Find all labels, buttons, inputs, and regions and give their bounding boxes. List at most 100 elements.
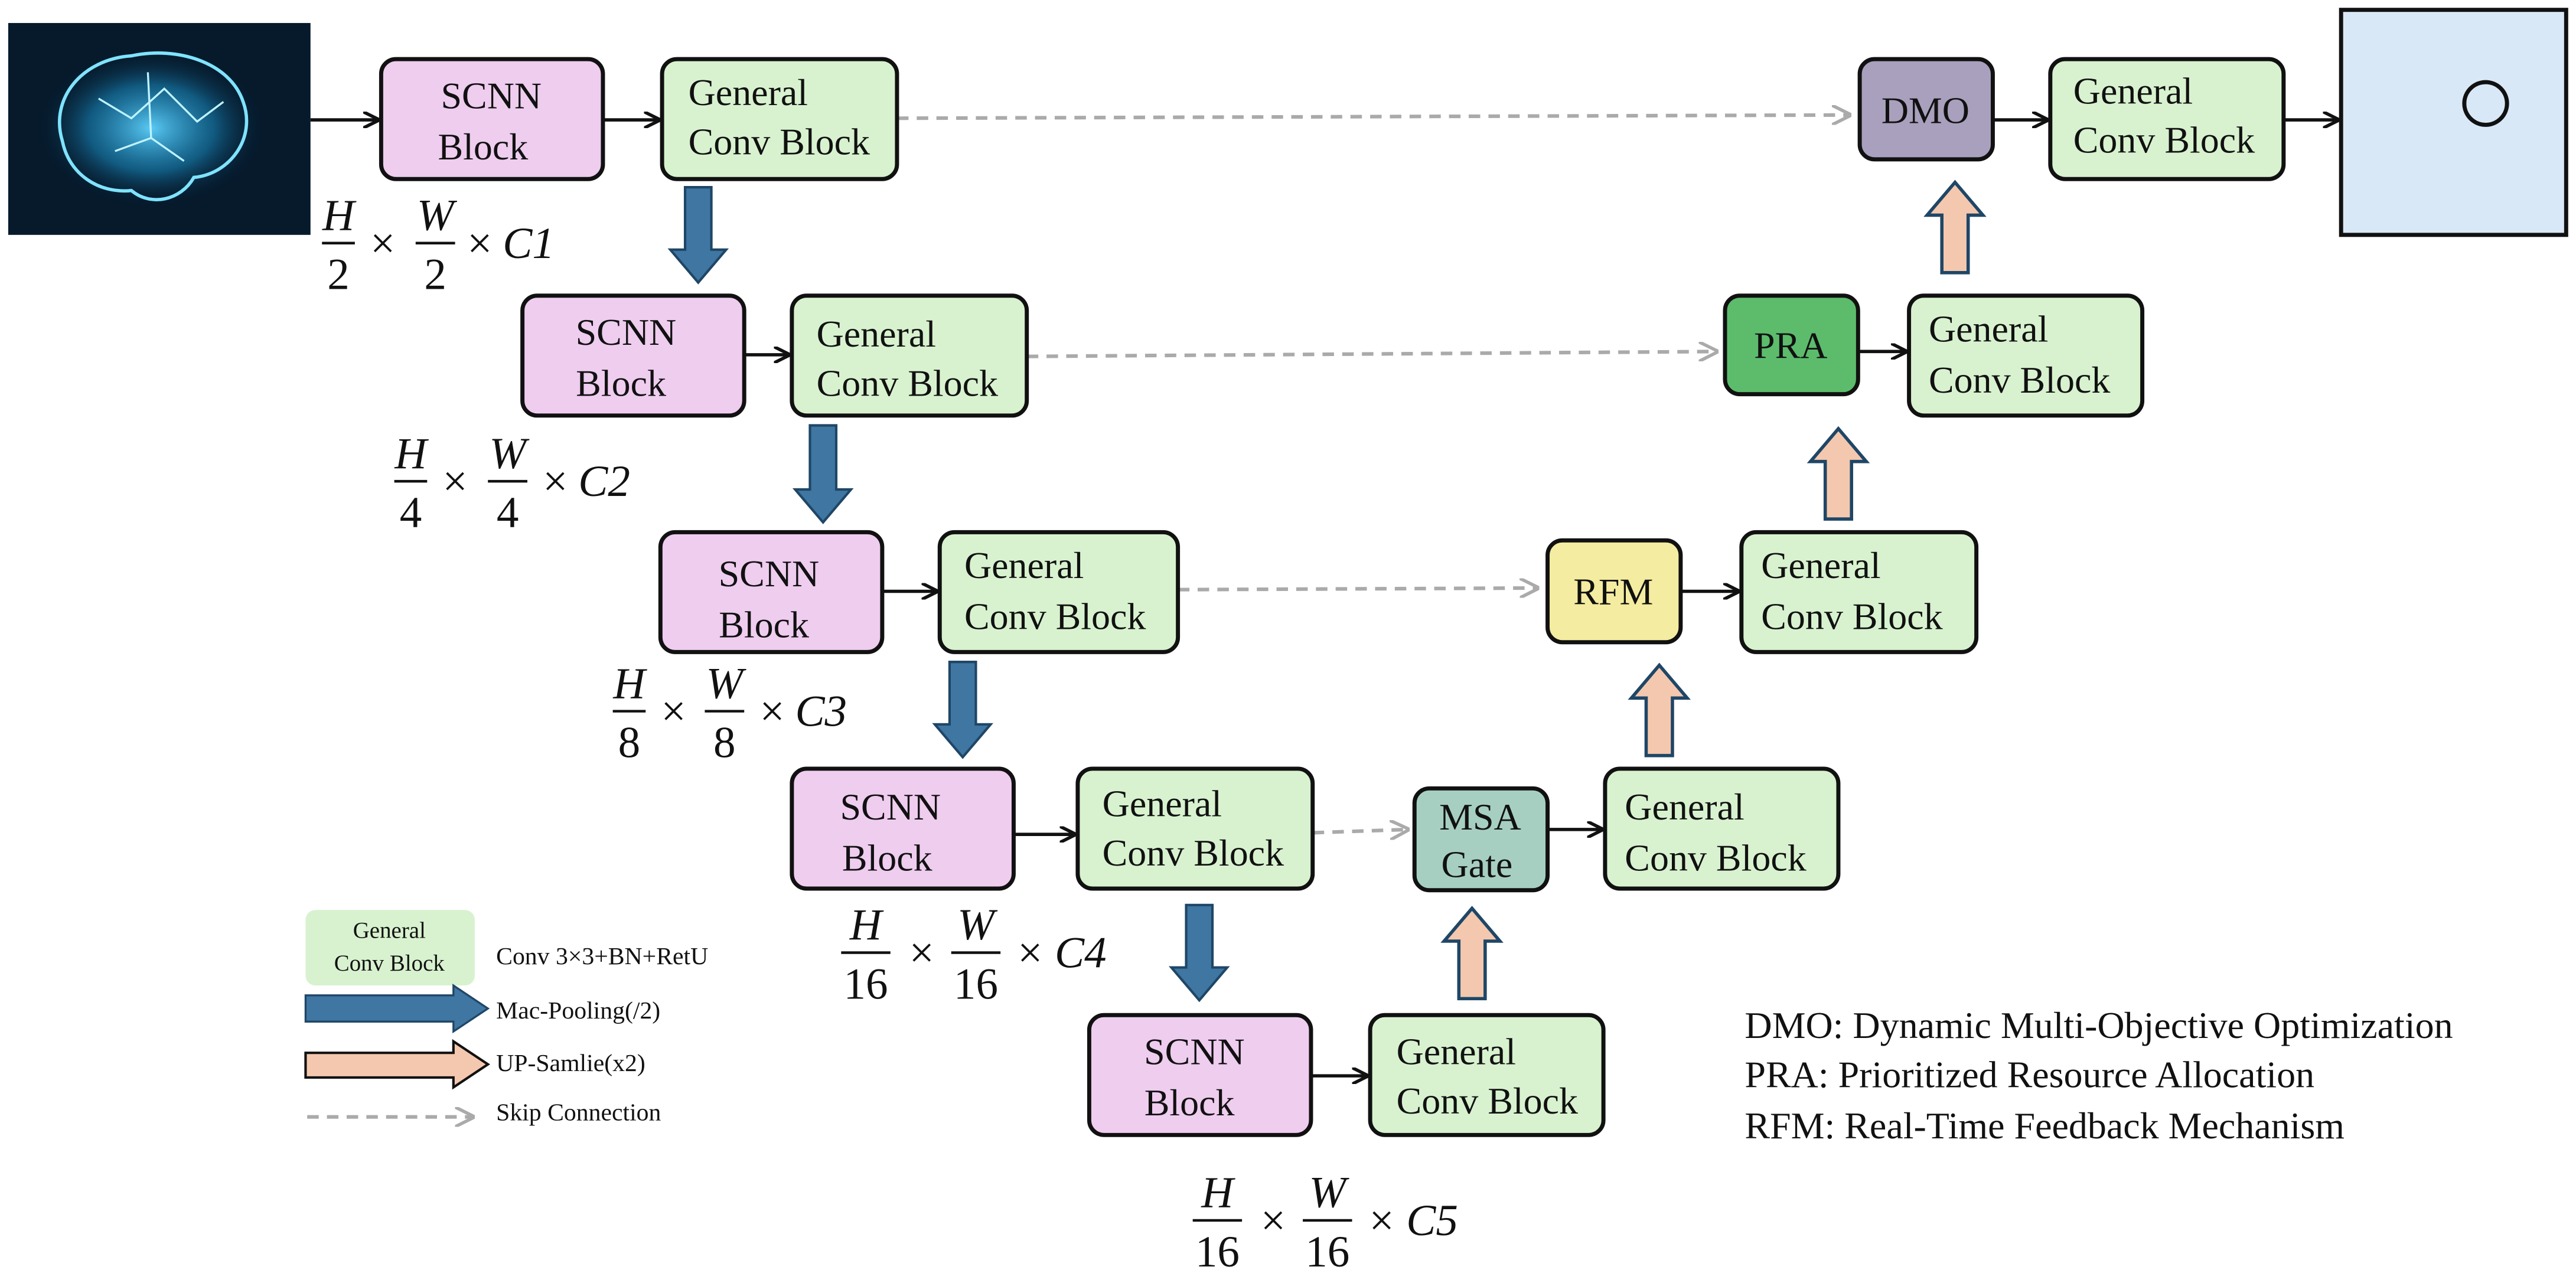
scnn-label-line2: Block — [842, 837, 932, 879]
skip-connections — [896, 115, 1850, 833]
conv-label-line1: General — [1929, 308, 2048, 350]
dim-w: W — [706, 659, 747, 708]
scnn-label-line1: SCNN — [1144, 1031, 1245, 1073]
scnn-label-line2: Block — [576, 362, 666, 404]
conv-label-line2: Conv Block — [1761, 595, 1942, 637]
scnn-label-line1: SCNN — [576, 311, 677, 353]
pra-block: PRA — [1723, 293, 1860, 397]
up-arrow-4 — [1923, 179, 1987, 275]
conv-label-line2: Conv Block — [1625, 837, 1806, 879]
dim-w-den: 8 — [713, 718, 736, 767]
conv-block-enc-4: General Conv Block — [1075, 766, 1315, 891]
dim-w-den: 16 — [1305, 1227, 1349, 1277]
dim-w-den: 2 — [424, 250, 446, 299]
conv-block-dec-2: General Conv Block — [1907, 293, 2145, 418]
times-sign: × — [1369, 1196, 1394, 1245]
pooling-arrows — [667, 186, 1230, 1003]
conv-block-dec-3: General Conv Block — [1739, 530, 1979, 654]
up-arrow-1 — [1440, 906, 1504, 1001]
conv-label-line2: Conv Block — [1929, 359, 2110, 401]
abbr-rfm: RFM: Real-Time Feedback Mechanism — [1744, 1105, 2345, 1147]
conv-label-line1: General — [1397, 1031, 1516, 1073]
times-sign: × — [909, 929, 934, 978]
conv-label-line1: General — [1103, 783, 1222, 825]
flow-arrows — [310, 120, 2338, 1076]
scnn-block-2: SCNN Block — [520, 293, 746, 418]
dim-label-2: H 4 × W 4 × C2 — [394, 429, 630, 537]
conv-label-line1: General — [817, 313, 936, 355]
pool-arrow-3 — [932, 661, 993, 759]
conv-label-line2: Conv Block — [689, 120, 870, 162]
times-sign: × — [543, 457, 568, 506]
brain-network-lines — [98, 72, 224, 162]
msa-label-line1: MSA — [1439, 796, 1521, 838]
conv-label-line1: General — [2073, 70, 2193, 112]
legend-conv-line1: General — [353, 918, 426, 943]
abbreviations: DMO: Dynamic Multi-Objective Optimizatio… — [1744, 1004, 2453, 1147]
dim-w: W — [417, 191, 458, 240]
conv-label-line1: General — [689, 71, 808, 113]
pool-arrow-2 — [792, 424, 854, 524]
dim-h-den: 16 — [1195, 1227, 1240, 1277]
conv-block-bottleneck: General Conv Block — [1368, 1013, 1606, 1137]
dim-w-den: 4 — [497, 488, 519, 537]
dim-h: H — [1201, 1168, 1235, 1217]
dim-h-den: 2 — [327, 250, 350, 299]
dim-h-den: 4 — [400, 488, 422, 537]
pool-arrow-1 — [667, 186, 729, 285]
rfm-block: RFM — [1545, 538, 1683, 645]
dim-c: C5 — [1406, 1196, 1458, 1245]
times-sign: × — [759, 687, 784, 736]
conv-label-line2: Conv Block — [2073, 119, 2255, 161]
scnn-block-4: SCNN Block — [790, 766, 1016, 891]
dim-w: W — [957, 900, 998, 949]
conv-label-line1: General — [1625, 786, 1744, 828]
conv-label-line2: Conv Block — [1103, 832, 1284, 874]
dim-label-5: H 16 × W 16 × C5 — [1192, 1168, 1458, 1277]
up-arrow-2 — [1628, 662, 1691, 758]
dim-w-den: 16 — [954, 959, 998, 1008]
legend-up-arrow — [304, 1039, 490, 1090]
pra-label: PRA — [1754, 324, 1827, 366]
dim-h: H — [322, 191, 357, 240]
dim-w: W — [1309, 1168, 1349, 1217]
legend-conv-box — [305, 910, 475, 986]
conv-label-line2: Conv Block — [1397, 1080, 1578, 1122]
skip-connection-1 — [896, 115, 1850, 119]
abbr-pra: PRA: Prioritized Resource Allocation — [1744, 1054, 2314, 1096]
conv-label-line1: General — [1761, 544, 1880, 586]
dim-label-4: H 16 × W 16 × C4 — [841, 900, 1107, 1008]
scnn-label-line1: SCNN — [441, 75, 542, 117]
upsample-arrows — [1440, 179, 1987, 1001]
dmo-label: DMO — [1882, 90, 1970, 132]
legend-conv-line2: Conv Block — [334, 951, 445, 976]
legend-conv-desc: Conv 3×3+BN+RetU — [496, 943, 708, 970]
conv-block-dec-4: General Conv Block — [1603, 766, 1841, 891]
scnn-label-line2: Block — [1144, 1082, 1235, 1124]
skip-connection-4 — [1312, 830, 1408, 833]
times-sign: × — [1261, 1196, 1286, 1245]
scnn-label-line1: SCNN — [840, 786, 941, 828]
conv-label-line2: Conv Block — [964, 595, 1146, 637]
dim-h: H — [394, 429, 429, 478]
legend-pool-desc: Mac-Pooling(/2) — [496, 997, 660, 1024]
output-box — [2339, 8, 2568, 237]
scnn-label-line1: SCNN — [719, 553, 820, 595]
legend-up-desc: UP-Samlie(x2) — [496, 1050, 645, 1077]
up-arrow-3 — [1807, 426, 1870, 521]
circle-icon — [2462, 80, 2509, 127]
dim-label-3: H 8 × W 8 × C3 — [612, 659, 847, 767]
times-sign: × — [370, 219, 395, 268]
conv-block-enc-3: General Conv Block — [937, 530, 1181, 654]
brain-outline-icon — [58, 51, 249, 201]
times-sign: × — [1018, 929, 1042, 978]
input-brain-image — [8, 22, 311, 235]
times-sign: × — [661, 687, 686, 736]
scnn-block-5: SCNN Block — [1087, 1013, 1313, 1137]
rfm-label: RFM — [1573, 571, 1653, 613]
legend-pool-arrow — [304, 984, 490, 1034]
skip-connection-3 — [1178, 588, 1538, 590]
dim-h: H — [612, 659, 647, 708]
dim-w: W — [489, 429, 530, 478]
